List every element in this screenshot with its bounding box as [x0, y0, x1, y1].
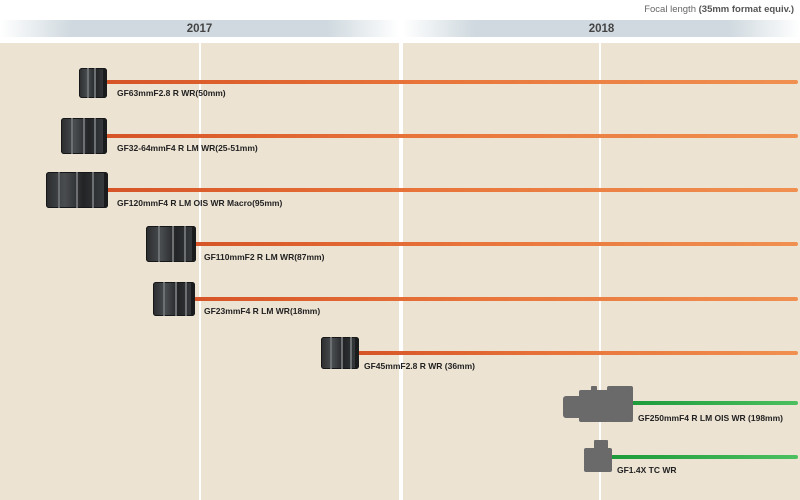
- quarter-divider-2017: [199, 43, 201, 500]
- lens-icon: [61, 118, 107, 154]
- teleconverter-silhouette-icon: [584, 440, 612, 474]
- availability-bar-gf120: [106, 188, 798, 192]
- availability-bar-gf14x: [608, 455, 798, 459]
- availability-bar-gf45: [358, 351, 798, 355]
- lens-icon: [146, 226, 196, 262]
- lens-icon: [46, 172, 108, 208]
- lens-icon: [321, 337, 359, 369]
- lens-label-gf14x: GF1.4X TC WR: [617, 465, 677, 475]
- focal-length-format: (35mm format equiv.): [698, 4, 794, 15]
- availability-bar-gf250: [628, 401, 798, 405]
- focal-length-note: Focal length (35mm format equiv.): [644, 4, 794, 15]
- lens-label-gf110: GF110mmF2 R LM WR(87mm): [204, 252, 325, 262]
- availability-bar-gf32-64: [106, 134, 798, 138]
- quarter-divider-2018: [599, 43, 601, 500]
- lens-label-gf120: GF120mmF4 R LM OIS WR Macro(95mm): [117, 198, 283, 208]
- year-header-2017: 2017: [0, 20, 399, 37]
- year-header-2018: 2018: [403, 20, 800, 37]
- lens-label-gf32-64: GF32-64mmF4 R LM WR(25-51mm): [117, 143, 258, 153]
- telephoto-lens-silhouette-icon: [563, 386, 633, 422]
- lens-icon: [153, 282, 195, 316]
- year-label-2018: 2018: [588, 22, 615, 35]
- lens-icon: [79, 68, 107, 98]
- lens-label-gf45: GF45mmF2.8 R WR (36mm): [364, 361, 475, 371]
- availability-bar-gf23: [194, 297, 798, 301]
- year-divider: [399, 43, 403, 500]
- availability-bar-gf63: [106, 80, 798, 84]
- lens-label-gf23: GF23mmF4 R LM WR(18mm): [204, 306, 321, 316]
- availability-bar-gf110: [194, 242, 798, 246]
- year-label-2017: 2017: [186, 22, 213, 35]
- lens-label-gf250: GF250mmF4 R LM OIS WR (198mm): [638, 413, 784, 423]
- focal-length-label: Focal length: [644, 4, 696, 15]
- timeline-area: [0, 43, 800, 500]
- lens-label-gf63: GF63mmF2.8 R WR(50mm): [117, 88, 226, 98]
